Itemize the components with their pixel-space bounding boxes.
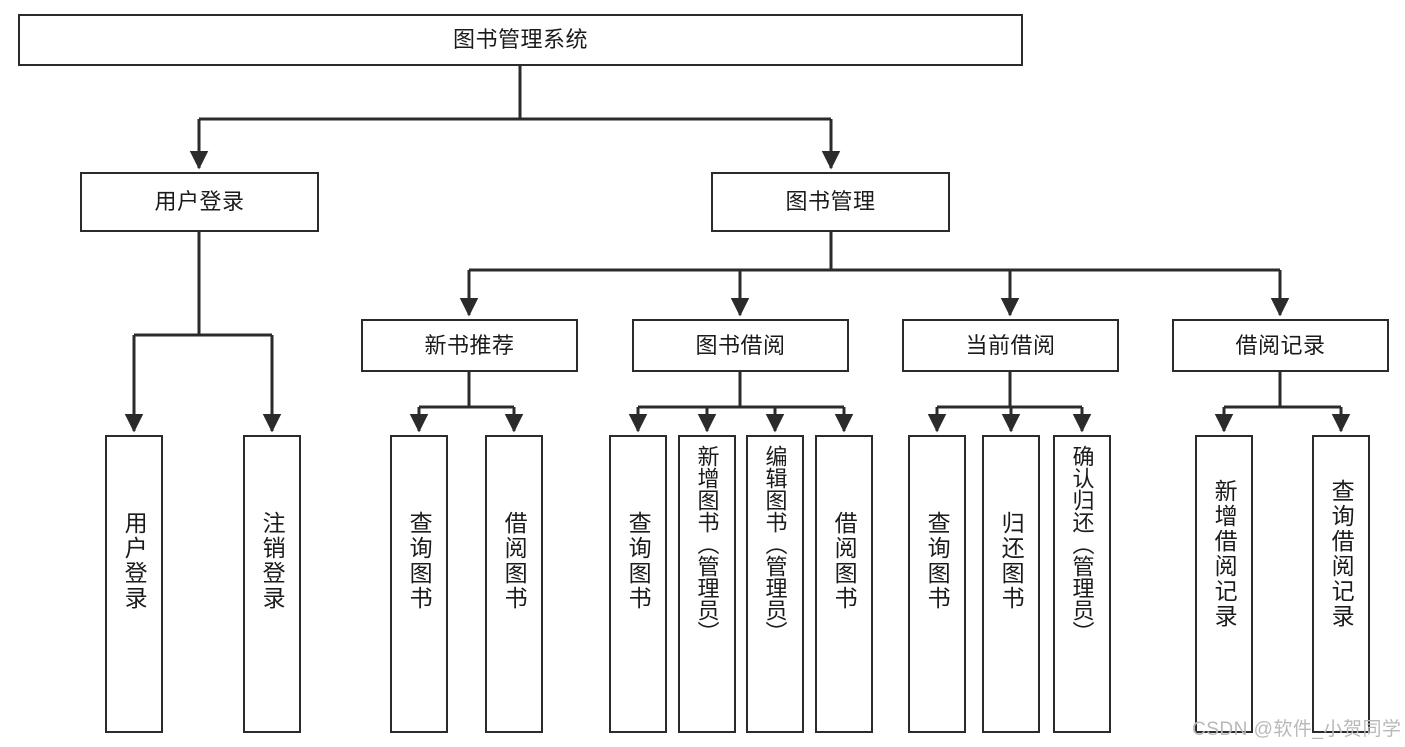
node-new-book-recommend-label: 新书推荐 [424, 332, 515, 358]
node-book-manage-label: 图书管理 [785, 189, 876, 215]
leaf-logout-login-label: 注销登录 [259, 511, 286, 611]
node-user-login-label: 用户登录 [154, 189, 245, 215]
leaf-query-book-borrow[interactable]: 查询图书 [609, 435, 667, 733]
leaf-user-login[interactable]: 用户登录 [105, 435, 163, 733]
leaf-borrow-book-label: 借阅图书 [831, 511, 858, 611]
leaf-query-book-recommend[interactable]: 查询图书 [390, 435, 448, 733]
leaf-add-borrow-record-label: 新增借阅记录 [1211, 479, 1238, 629]
node-book-borrow-label: 图书借阅 [695, 332, 786, 358]
leaf-query-book-borrow-label: 查询图书 [625, 511, 652, 611]
node-borrow-record-label: 借阅记录 [1235, 332, 1326, 358]
csdn-watermark: CSDN @软件_小贺同学 [1192, 719, 1402, 740]
leaf-add-book-admin-label: 新增图书（管理员） [694, 445, 720, 643]
leaf-return-book[interactable]: 归还图书 [982, 435, 1040, 733]
node-borrow-record[interactable]: 借阅记录 [1172, 319, 1389, 372]
node-book-manage[interactable]: 图书管理 [711, 172, 950, 232]
leaf-confirm-return-admin[interactable]: 确认归还（管理员） [1053, 435, 1111, 733]
leaf-query-borrow-record-label: 查询借阅记录 [1328, 479, 1355, 629]
leaf-borrow-book[interactable]: 借阅图书 [815, 435, 873, 733]
leaf-confirm-return-admin-label: 确认归还（管理员） [1069, 445, 1095, 643]
leaf-query-book-recommend-label: 查询图书 [406, 511, 433, 611]
node-book-borrow[interactable]: 图书借阅 [632, 319, 849, 372]
leaf-add-book-admin[interactable]: 新增图书（管理员） [678, 435, 736, 733]
leaf-logout-login[interactable]: 注销登录 [243, 435, 301, 733]
leaf-return-book-label: 归还图书 [998, 511, 1025, 611]
leaf-borrow-book-recommend[interactable]: 借阅图书 [485, 435, 543, 733]
node-current-borrow[interactable]: 当前借阅 [902, 319, 1119, 372]
leaf-query-book-current-label: 查询图书 [924, 511, 951, 611]
leaf-borrow-book-recommend-label: 借阅图书 [501, 511, 528, 611]
leaf-query-book-current[interactable]: 查询图书 [908, 435, 966, 733]
leaf-edit-book-admin-label: 编辑图书（管理员） [762, 445, 788, 643]
node-user-login[interactable]: 用户登录 [80, 172, 319, 232]
node-new-book-recommend[interactable]: 新书推荐 [361, 319, 578, 372]
node-root-label: 图书管理系统 [452, 27, 588, 53]
leaf-add-borrow-record[interactable]: 新增借阅记录 [1195, 435, 1253, 733]
leaf-edit-book-admin[interactable]: 编辑图书（管理员） [746, 435, 804, 733]
node-root[interactable]: 图书管理系统 [18, 14, 1023, 66]
node-current-borrow-label: 当前借阅 [965, 332, 1056, 358]
leaf-user-login-label: 用户登录 [121, 511, 148, 611]
leaf-query-borrow-record[interactable]: 查询借阅记录 [1312, 435, 1370, 733]
